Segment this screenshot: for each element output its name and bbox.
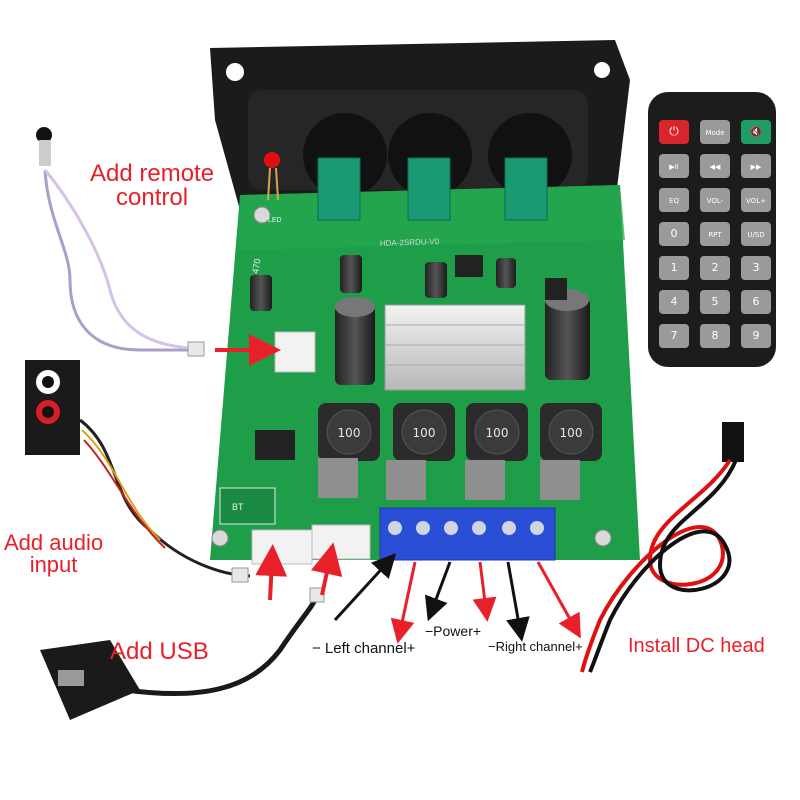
heatsink-marking: 470 [250, 258, 262, 275]
dc-power-cable [580, 422, 744, 673]
remote-key-label: 8 [712, 329, 719, 342]
film-capacitors [318, 458, 580, 500]
remote-key-label: 4 [671, 295, 678, 308]
remote-key-label: 3 [753, 261, 760, 274]
remote-key-label: 6 [753, 295, 760, 308]
inductor-label-1: 100 [338, 426, 361, 440]
remote-key[interactable] [741, 290, 771, 314]
ic-marking: BT [232, 502, 244, 512]
inductor-label-2: 100 [413, 426, 436, 440]
remote-key[interactable] [741, 120, 771, 144]
inductor-row [318, 403, 602, 461]
remote-key-label: ▶II [669, 163, 679, 171]
remote-key-label: ▶▶ [751, 163, 762, 171]
remote-key[interactable] [659, 188, 689, 212]
remote-key[interactable] [700, 154, 730, 178]
remote-key[interactable] [741, 188, 771, 212]
terminal-block [379, 507, 556, 561]
remote-key[interactable] [659, 154, 689, 178]
label-audio-line1: Add audio [4, 530, 104, 555]
red-arrow-icon [536, 561, 581, 639]
label-remote-line1: Add remote [90, 160, 215, 187]
remote-key[interactable] [700, 188, 730, 212]
remote-receiver-cable [36, 127, 205, 357]
remote-key-label: ◀◀ [710, 163, 721, 171]
remote-key[interactable] [659, 120, 689, 144]
remote-key-label: RPT [708, 231, 722, 239]
red-arrow-icon [472, 561, 497, 622]
audio-input-cable [25, 360, 251, 583]
heatsink [384, 304, 526, 391]
remote-key[interactable] [741, 222, 771, 246]
pointer-arrows [215, 334, 581, 644]
remote-key[interactable] [700, 256, 730, 280]
remote-key[interactable] [700, 120, 730, 144]
potentiometer-row [317, 157, 548, 221]
label-remote-line2: control [116, 184, 189, 211]
black-arrow-icon [333, 553, 397, 622]
remote-key[interactable] [659, 256, 689, 280]
remote-key-label: 2 [712, 261, 719, 274]
remote-key-label: EQ [669, 197, 679, 205]
remote-key-grid: ⏻ Mode 🔇 ▶II ◀◀ ▶▶ EQ VOL- VOL+ 0 RPT U/SD 1 2 3 4 5 6 7 8 9 [659, 120, 771, 348]
power-icon: ⏻ [669, 124, 679, 138]
remote-key[interactable] [741, 256, 771, 280]
inductor-label-3: 100 [486, 426, 509, 440]
label-install-dc-head: Install DC head [628, 635, 765, 657]
inductor-label-4: 100 [560, 426, 583, 440]
remote-key-label: Mode [705, 129, 724, 137]
label-audio-line2: input [29, 552, 78, 577]
label-add-audio-input: Add audio input [4, 532, 103, 576]
remote-key-label: 0 [671, 227, 678, 240]
red-led [264, 152, 280, 201]
red-arrow-icon [255, 544, 288, 601]
remote-key[interactable] [659, 222, 689, 246]
ic-chips [219, 255, 567, 525]
remote-key-label: 9 [753, 329, 760, 342]
remote-key-label: 1 [671, 261, 678, 274]
capacitors [250, 255, 590, 385]
usb-cable [40, 587, 325, 720]
remote-key-label: VOL- [707, 197, 724, 205]
led-marking: LED [268, 217, 282, 224]
black-arrow-icon [424, 561, 452, 622]
remote-key[interactable] [700, 290, 730, 314]
label-right-channel: −Right channel+ [488, 639, 583, 654]
remote-key[interactable] [700, 324, 730, 348]
model-marking: HDA-2SRDU-V0 [380, 237, 440, 248]
remote-key-label: VOL+ [746, 197, 766, 205]
label-add-usb: Add USB [110, 638, 209, 665]
remote-key[interactable] [659, 290, 689, 314]
remote-key-label: 5 [712, 295, 719, 308]
mute-icon: 🔇 [750, 125, 762, 138]
remote-key-label: 7 [671, 329, 678, 342]
red-arrow-icon [390, 561, 417, 644]
black-arrow-icon [506, 561, 530, 642]
remote-key[interactable] [741, 324, 771, 348]
label-left-channel: − Left channel+ [312, 640, 416, 657]
remote-key[interactable] [741, 154, 771, 178]
remote-key-label: U/SD [747, 231, 764, 239]
remote-key[interactable] [700, 222, 730, 246]
red-arrow-icon [310, 542, 343, 596]
label-add-remote-control: Add remote control [90, 162, 214, 210]
label-power: −Power+ [425, 623, 482, 639]
remote-key[interactable] [659, 324, 689, 348]
